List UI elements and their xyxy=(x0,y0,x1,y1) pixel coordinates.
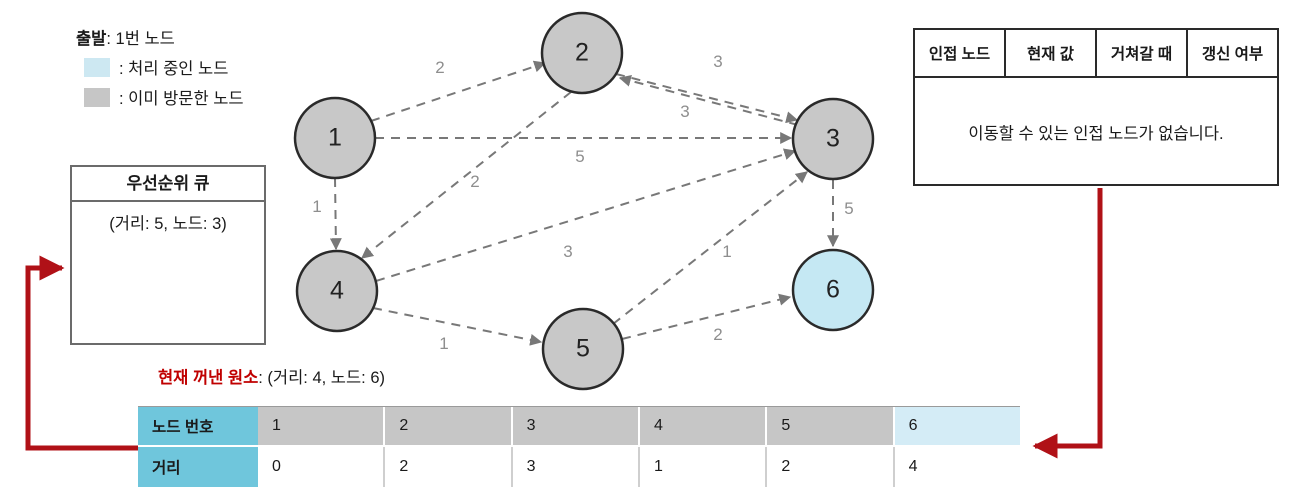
edge-weight-1-4: 1 xyxy=(312,197,322,216)
edge-1-4 xyxy=(329,177,342,251)
edge-4-2 xyxy=(361,91,572,259)
distance-table-node-cell-5: 5 xyxy=(767,407,895,447)
adjacency-table: 인접 노드 현재 값 거쳐갈 때 갱신 여부 이동할 수 있는 인접 노드가 없… xyxy=(913,28,1279,186)
graph-node-5-label: 5 xyxy=(576,334,590,363)
edge-weight-2-3: 3 xyxy=(713,52,723,71)
priority-queue-item: (거리: 5, 노드: 3) xyxy=(109,215,227,233)
priority-queue-title: 우선순위 큐 xyxy=(72,167,264,202)
edge-5-6 xyxy=(621,293,792,340)
adjacency-header-updated: 갱신 여부 xyxy=(1201,46,1264,63)
adjacency-header-current-value: 현재 값 xyxy=(1006,30,1097,76)
legend-start-value: : 1번 노드 xyxy=(106,30,175,48)
graph-node-1-label: 1 xyxy=(328,123,342,152)
edge-weight-4-5: 1 xyxy=(439,334,449,353)
edge-5-3 xyxy=(612,171,808,325)
distance-table-node-cell-4: 4 xyxy=(639,407,768,447)
adjacency-header-neighbor: 인접 노드 xyxy=(915,30,1006,76)
distance-table: 노드 번호 1 2 3 4 5 6 거리 0 2 3 1 2 4 xyxy=(138,406,1020,487)
edge-weight-3-6: 5 xyxy=(844,199,854,218)
legend-item-processing: : 처리 중인 노드 xyxy=(76,52,244,82)
adjacency-header-via: 거쳐갈 때 xyxy=(1097,30,1188,76)
legend-start-label: 출발 xyxy=(76,30,107,48)
legend: 출발 : 1번 노드 : 처리 중인 노드 : 이미 방문한 노드 xyxy=(76,22,244,112)
priority-queue-panel: 우선순위 큐 (거리: 5, 노드: 3) xyxy=(70,165,266,345)
adjacency-table-message: 이동할 수 있는 인접 노드가 없습니다. xyxy=(968,125,1224,143)
legend-start-line: 출발 : 1번 노드 xyxy=(76,22,244,52)
distance-table-distance-row: 거리 0 2 3 1 2 4 xyxy=(138,447,1020,487)
legend-swatch-processing-icon xyxy=(84,57,110,77)
current-element-value: : (거리: 4, 노드: 6) xyxy=(258,369,385,387)
red-arrow-table-feedback xyxy=(1032,188,1103,459)
distance-table-distance-cell-5: 2 xyxy=(767,447,895,487)
edge-weight-4-2: 2 xyxy=(470,172,480,191)
graph-node-2-label: 2 xyxy=(575,38,589,67)
distance-table-distance-cell-1: 0 xyxy=(258,447,386,487)
distance-table-node-cell-1: 1 xyxy=(258,407,386,447)
distance-table-distance-cell-2: 2 xyxy=(385,447,513,487)
graph-node-3-label: 3 xyxy=(826,124,840,153)
edge-3-2 xyxy=(618,74,799,126)
adjacency-table-header-row: 인접 노드 현재 값 거쳐갈 때 갱신 여부 xyxy=(915,30,1277,78)
edge-weight-1-3: 5 xyxy=(575,147,585,166)
graph-node-6-label: 6 xyxy=(826,275,840,304)
legend-item-processing-label: : 처리 중인 노드 xyxy=(119,60,229,78)
edge-weight-3-2: 3 xyxy=(680,102,690,121)
edge-weight-5-3: 1 xyxy=(722,242,732,261)
edge-weight-5-6: 2 xyxy=(713,325,723,344)
distance-table-node-cell-2: 2 xyxy=(385,407,513,447)
distance-table-distance-row-label: 거리 xyxy=(138,447,258,487)
distance-table-distance-cell-3: 3 xyxy=(512,447,640,487)
legend-item-visited-label: : 이미 방문한 노드 xyxy=(119,90,244,108)
legend-item-visited: : 이미 방문한 노드 xyxy=(76,82,244,112)
edge-2-3 xyxy=(615,73,799,124)
distance-table-node-cell-6: 6 xyxy=(894,407,1020,447)
legend-swatch-visited-icon xyxy=(84,87,110,107)
current-element-line: 현재 꺼낸 원소: (거리: 4, 노드: 6) xyxy=(158,364,385,388)
edge-4-5 xyxy=(372,307,543,346)
edge-weight-1-2: 2 xyxy=(435,58,445,77)
edge-weight-4-3: 3 xyxy=(563,242,573,261)
distance-table-node-cell-3: 3 xyxy=(512,407,640,447)
edge-4-3 xyxy=(375,148,797,282)
distance-table-distance-cell-4: 1 xyxy=(639,447,768,487)
distance-table-node-row-label: 노드 번호 xyxy=(138,407,258,447)
edge-1-2 xyxy=(370,60,547,122)
graph-node-4-label: 4 xyxy=(330,276,344,305)
distance-table-node-row: 노드 번호 1 2 3 4 5 6 xyxy=(138,407,1020,447)
distance-table-distance-cell-6: 4 xyxy=(894,447,1020,487)
current-element-label: 현재 꺼낸 원소 xyxy=(158,369,259,387)
